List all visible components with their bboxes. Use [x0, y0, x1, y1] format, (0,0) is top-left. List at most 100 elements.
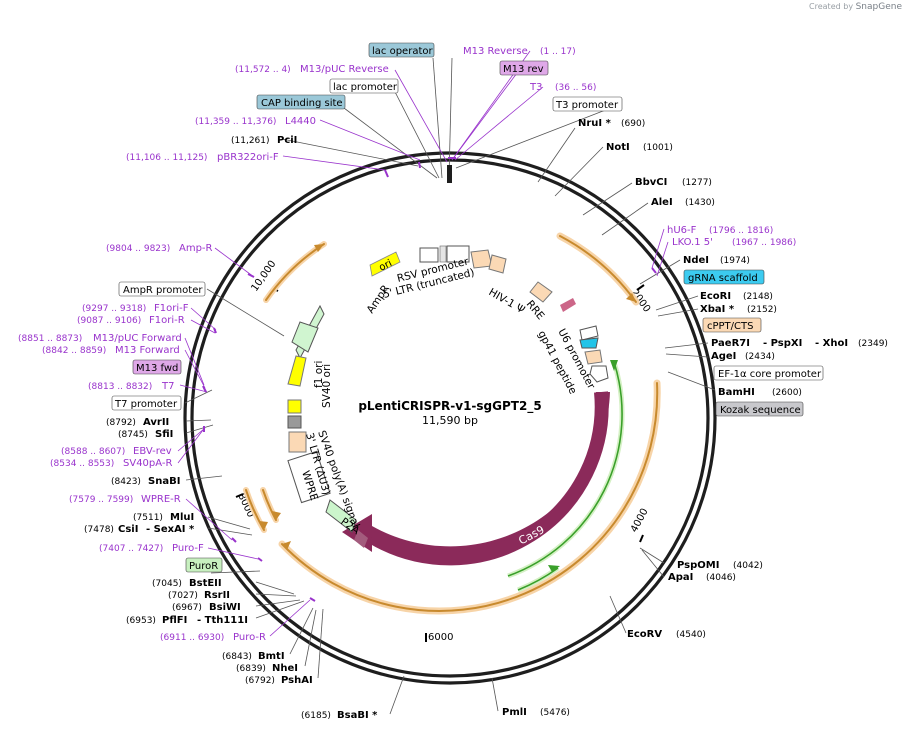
primer-hu6-f-pos: (1796 .. 1816)	[709, 226, 773, 236]
primer-sv40pa-r: SV40pA-R	[123, 458, 172, 469]
enzyme-bsiwi: BsiWI	[209, 602, 241, 613]
enzyme-bmti: BmtI	[258, 651, 285, 662]
feature-t3-promoter: T3 promoter	[555, 100, 619, 111]
svg-text:- PspXI: - PspXI	[763, 338, 802, 349]
orange-arrowheads	[259, 244, 636, 550]
primer-puro-r: Puro-R	[233, 632, 266, 643]
plasmid-name: pLentiCRISPR-v1-sgGPT2_5	[358, 399, 541, 414]
svg-text:(1001): (1001)	[643, 143, 673, 153]
enzyme-pflfi: PflFI	[162, 615, 187, 626]
enzyme-alei: AleI	[651, 197, 673, 208]
svg-text:(7478): (7478)	[84, 525, 114, 535]
enzyme-ecori: EcoRI	[700, 291, 731, 302]
svg-text:- XhoI: - XhoI	[815, 338, 848, 349]
enzyme-xbai: XbaI *	[700, 304, 735, 315]
credit-prefix: Created by	[809, 2, 854, 11]
svg-text:(7511): (7511)	[133, 513, 163, 523]
svg-text:(8792): (8792)	[106, 418, 136, 428]
svg-text:(1974): (1974)	[720, 256, 750, 266]
enzyme-pspomi: PspOMI	[677, 560, 719, 571]
svg-text:(5476): (5476)	[540, 708, 570, 718]
primer-m13-forward-pos: (8842 .. 8859)	[42, 346, 106, 356]
feature-lac-operator: lac operator	[372, 46, 433, 57]
feature-t7-promoter: T7 promoter	[114, 399, 178, 410]
svg-text:(7045): (7045)	[152, 579, 182, 589]
backbone-inner	[190, 158, 710, 678]
primer-m13-reverse-pos: (1 .. 17)	[540, 47, 576, 57]
svg-text:(4042): (4042)	[733, 561, 763, 571]
enzyme-snabi: SnaBI	[148, 476, 180, 487]
svg-text:(6839): (6839)	[236, 664, 266, 674]
enzyme-ndei: NdeI	[683, 255, 709, 266]
primer-ebv-rev: EBV-rev	[133, 446, 172, 457]
primer-f1ori-f-pos: (9297 .. 9318)	[82, 304, 146, 314]
svg-text:(2152): (2152)	[747, 305, 777, 315]
svg-text:(1430): (1430)	[685, 198, 715, 208]
svg-text:- SexAI *: - SexAI *	[146, 524, 195, 535]
primer-site-marks	[202, 157, 657, 602]
svg-text:(6792): (6792)	[245, 676, 275, 686]
svg-text:(2434): (2434)	[745, 352, 775, 362]
primer-puro-f: Puro-F	[172, 543, 204, 554]
enzyme-bsabi: BsaBI *	[337, 710, 378, 721]
enzyme-ecorv: EcoRV	[627, 629, 662, 640]
primer-wpre-r: WPRE-R	[141, 494, 181, 505]
primer-amp-r: Amp-R	[179, 243, 213, 254]
svg-text:- Tth111I: - Tth111I	[197, 615, 248, 626]
feature-ampr-promoter: AmpR promoter	[123, 285, 203, 296]
leader-lines	[177, 50, 716, 715]
enzyme-bbvci: BbvCI	[635, 177, 667, 188]
svg-text:(6185): (6185)	[301, 711, 331, 721]
enzyme-pshai: PshAI	[281, 675, 313, 686]
svg-text:(6967): (6967)	[172, 603, 202, 613]
enzyme-mlui: MluI	[170, 512, 194, 523]
enzyme-apai: ApaI	[668, 572, 693, 583]
feature-cap-binding-site: CAP binding site	[261, 98, 343, 109]
primer-t3: T3	[529, 82, 542, 93]
svg-text:(11,261): (11,261)	[231, 136, 270, 146]
svg-text:(8745): (8745)	[118, 430, 148, 440]
feature-ef1a-core-promoter: EF-1α core promoter	[718, 369, 822, 380]
hiv-label: HIV-1 Ψ	[487, 286, 527, 316]
enzyme-agei: AgeI	[711, 351, 736, 362]
svg-text:(690): (690)	[621, 119, 645, 129]
primer-pbr322ori-f: pBR322ori-F	[217, 152, 279, 163]
feature-m13-fwd: M13 fwd	[136, 363, 178, 374]
primer-ebv-rev-pos: (8588 .. 8607)	[61, 447, 125, 457]
snapgene-credit: Created by SnapGene	[809, 2, 902, 12]
sv40ori-label: SV40 ori	[321, 364, 333, 408]
plasmid-length: 11,590 bp	[422, 414, 478, 427]
primer-m13-puc-reverse: M13/pUC Reverse	[300, 64, 389, 75]
orange-feature-arcs	[243, 232, 661, 615]
feature-lac-promoter: lac promoter	[333, 82, 398, 93]
primer-f1ori-f: F1ori-F	[154, 303, 189, 314]
enzyme-paer7i: PaeR7I	[711, 338, 750, 349]
primer-m13-puc-forward: M13/pUC Forward	[93, 333, 182, 344]
primer-puro-f-pos: (7407 .. 7427)	[99, 544, 163, 554]
svg-text:(2148): (2148)	[743, 292, 773, 302]
primer-t7-pos: (8813 .. 8832)	[88, 382, 152, 392]
primer-hu6-f: hU6-F	[667, 225, 697, 236]
inner-labels: RSV promoter 5' LTR (truncated) HIV-1 Ψ …	[299, 255, 597, 537]
primer-amp-r-pos: (9804 .. 9823)	[106, 244, 170, 254]
primer-pbr322ori-f-pos: (11,106 .. 11,125)	[126, 153, 207, 163]
svg-text:(2349): (2349)	[858, 339, 888, 349]
primer-t3-pos: (36 .. 56)	[555, 83, 596, 93]
primer-puro-r-pos: (6911 .. 6930)	[160, 633, 224, 643]
credit-brand: SnapGene	[855, 2, 902, 12]
primer-t7: T7	[161, 381, 174, 392]
enzyme-avrii: AvrII	[143, 417, 169, 428]
ori-label: ori	[377, 258, 394, 274]
primer-m13-forward: M13 Forward	[115, 345, 180, 356]
primer-sv40pa-r-pos: (8534 .. 8553)	[50, 459, 114, 469]
feature-cppt-cts: cPPT/CTS	[707, 321, 753, 332]
tick-4000: 4000	[629, 507, 651, 535]
primer-wpre-r-pos: (7579 .. 7599)	[69, 495, 133, 505]
feature-grna-scaffold: gRNA scaffold	[688, 273, 758, 284]
primer-f1ori-r-pos: (9087 .. 9106)	[77, 316, 141, 326]
svg-text:(2600): (2600)	[772, 388, 802, 398]
primer-l4440: L4440	[285, 116, 316, 127]
enzyme-labels-left: BsaBI * (6185) PshAI (6792) NheI (6839) …	[84, 135, 378, 721]
svg-text:(4046): (4046)	[706, 573, 736, 583]
svg-text:(8423): (8423)	[111, 477, 141, 487]
